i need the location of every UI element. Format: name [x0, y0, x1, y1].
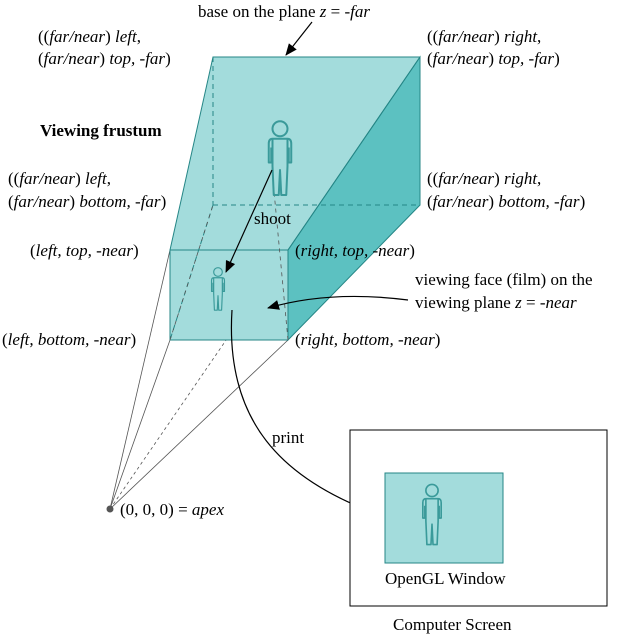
label-viewing-face-1: viewing face (film) on the: [415, 270, 593, 289]
shoot-arrow: [225, 169, 273, 273]
label-apex: (0, 0, 0) = apex: [120, 500, 224, 519]
label-far-bottom-right-2: (far/near) bottom, -far): [427, 192, 585, 211]
opengl-window: [384, 472, 504, 564]
label-far-bottom-left-2: (far/near) bottom, -far): [8, 192, 166, 211]
apex-line-bottom-right: [109, 339, 289, 510]
label-far-top-left-1: ((far/near) left,: [38, 27, 141, 46]
near-face: [169, 249, 289, 341]
print-arrow: [230, 309, 384, 518]
frustum: [169, 55, 421, 342]
label-far-top-left-2: (far/near) top, -far): [38, 49, 171, 68]
label-shoot: shoot: [254, 209, 291, 228]
label-computer-screen: Computer Screen: [393, 615, 512, 634]
viewing-face-arrow: [267, 295, 409, 310]
base-plane-arrow: [285, 21, 313, 56]
diagram-title: Viewing frustum: [40, 121, 162, 140]
label-near-bottom-right: (right, bottom, -near): [295, 330, 440, 349]
label-far-top-right-1: ((far/near) right,: [427, 27, 541, 46]
label-opengl-window: OpenGL Window: [385, 569, 506, 588]
label-near-top-left: (left, top, -near): [30, 241, 139, 260]
hidden-edges: [169, 57, 420, 341]
label-far-bottom-right-1: ((far/near) right,: [427, 169, 541, 188]
frustum-top-face: [170, 57, 420, 250]
apex-line-bottom-left: [109, 339, 171, 510]
label-far-top-right-2: (far/near) top, -far): [427, 49, 560, 68]
label-far-bottom-left-1: ((far/near) left,: [8, 169, 111, 188]
apex-line-top-right: [109, 249, 289, 510]
label-near-top-right: (right, top, -near): [295, 241, 415, 260]
label-base-plane: base on the plane z = -far: [198, 2, 370, 21]
apex-line-top-left: [109, 249, 171, 510]
apex-projection-lines: [109, 249, 289, 510]
label-near-bottom-left: (left, bottom, -near): [2, 330, 136, 349]
apex-point: [106, 505, 114, 513]
label-print: print: [272, 428, 304, 447]
label-viewing-face-2: viewing plane z = -near: [415, 293, 577, 312]
